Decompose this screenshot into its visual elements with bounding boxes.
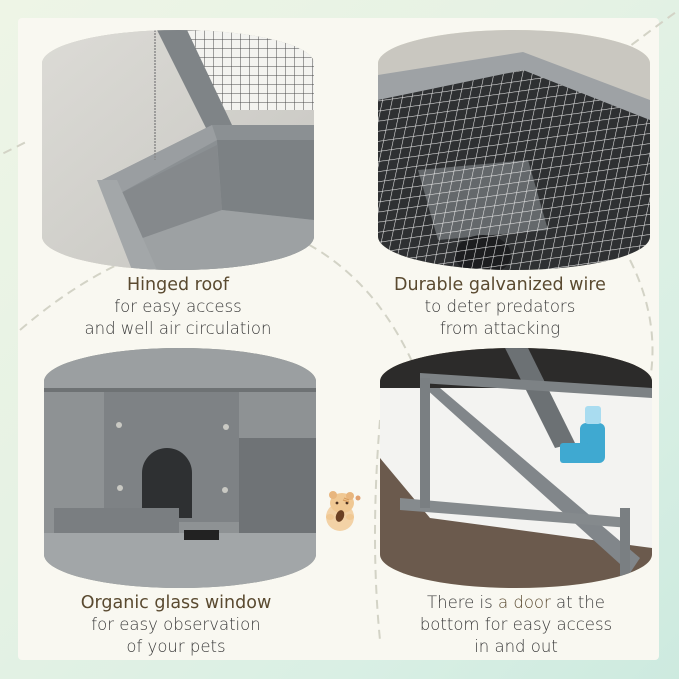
feature-highlight: a door — [497, 593, 551, 612]
feature-caption-hinged-roof: Hinged roof for easy access and well air… — [18, 274, 338, 340]
galvanized-wire-photo — [378, 30, 650, 270]
feature-line: and well air circulation — [84, 319, 272, 338]
feature-line: for easy observation — [91, 615, 261, 634]
feature-title: Organic glass window — [80, 593, 272, 613]
feature-line: bottom for easy access — [419, 615, 613, 634]
feature-caption-glass-window: Organic glass window for easy observatio… — [16, 592, 336, 658]
feature-panel-bottom-door — [380, 348, 652, 588]
feature-text-before: There is — [427, 593, 498, 612]
bottom-door-photo — [380, 348, 652, 588]
feature-caption-bottom-door: There is a door at the bottom for easy a… — [356, 592, 676, 658]
feature-text-after: at the — [550, 593, 605, 612]
feature-caption-galvanized-wire: Durable galvanized wire to deter predato… — [340, 274, 660, 340]
feature-line: for easy access — [114, 297, 242, 316]
feature-panel-hinged-roof — [42, 30, 314, 270]
feature-panel-glass-window — [44, 348, 316, 588]
feature-panel-galvanized-wire — [378, 30, 650, 270]
glass-window-photo — [44, 348, 316, 588]
feature-title: Durable galvanized wire — [394, 275, 606, 295]
feature-line: in and out — [474, 637, 558, 656]
feature-line: of your pets — [126, 637, 226, 656]
hinged-roof-photo — [42, 30, 314, 270]
hamster-icon — [326, 491, 354, 531]
feature-line: from attacking — [439, 319, 561, 338]
feature-line: to deter predators — [424, 297, 576, 316]
feature-line-with-highlight: There is a door at the — [356, 592, 676, 614]
feature-title: Hinged roof — [126, 275, 230, 295]
